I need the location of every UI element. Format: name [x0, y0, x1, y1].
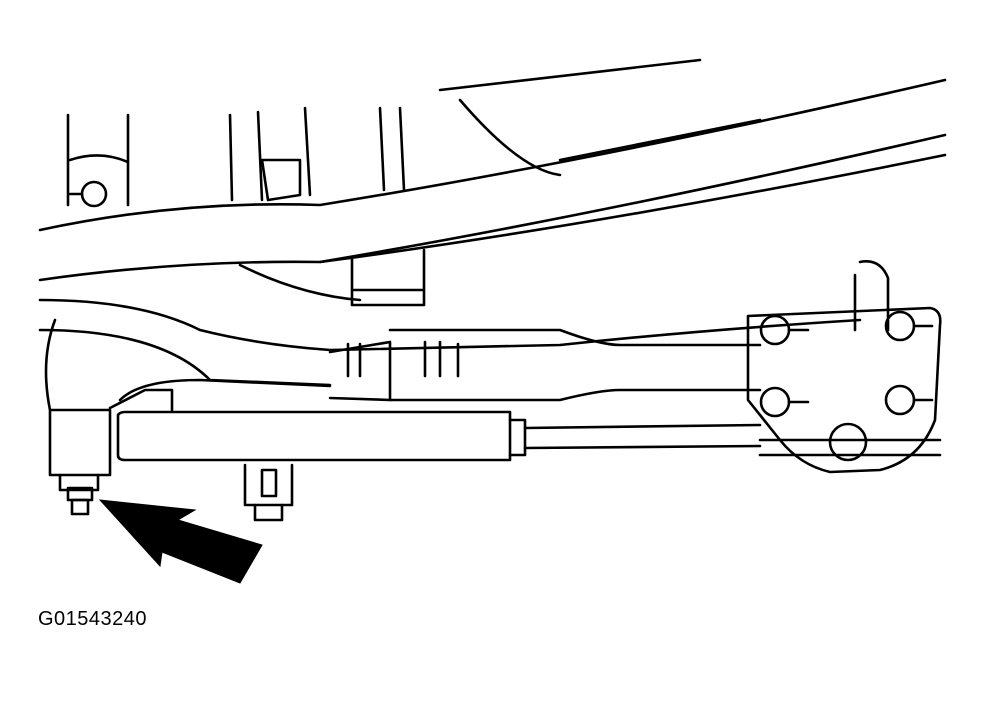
lower-frame-rail [38, 260, 890, 387]
steering-damper [116, 410, 942, 462]
crossmember-beam [38, 78, 947, 302]
upper-bolt [68, 180, 108, 208]
frame-background [66, 58, 762, 207]
damper-clamp [243, 463, 294, 522]
tie-rod-end [44, 318, 174, 516]
tie-rod [118, 328, 762, 402]
callout-arrow [98, 499, 263, 584]
figure-id-label: G01543240 [38, 608, 148, 630]
support-bracket [350, 248, 426, 307]
mounting-plate [746, 306, 942, 474]
